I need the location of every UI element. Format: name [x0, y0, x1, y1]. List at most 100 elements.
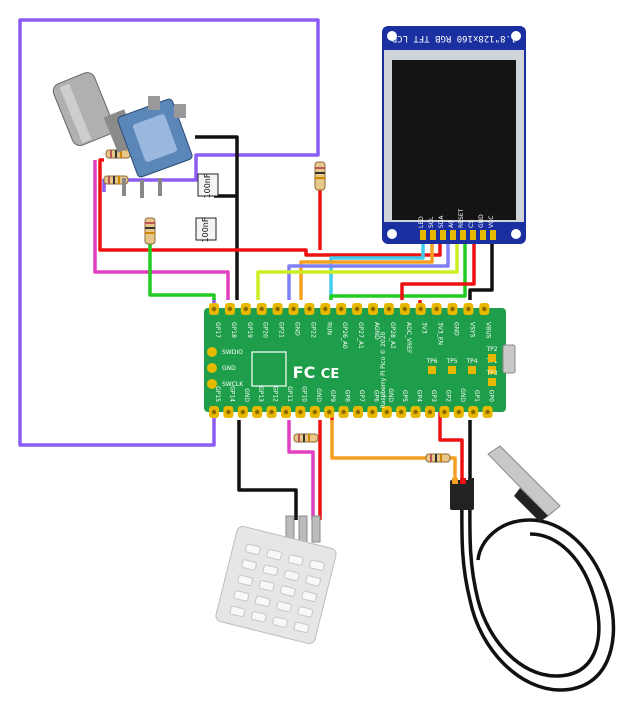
pico-top-pin-label: RUN — [325, 322, 332, 335]
pico-bottom-pin-label: GND — [387, 388, 394, 402]
pico-test-point-label: TP6 — [425, 358, 437, 365]
ds18b20-probe — [450, 445, 616, 692]
pico-top-pin-label: GP20 — [262, 322, 269, 338]
pico-top-pin-label: GP18 — [230, 322, 237, 338]
pico-bottom-pin-label: GP15 — [214, 386, 221, 402]
lcd-pin-label: SDA — [438, 215, 445, 228]
rotary-encoder — [52, 72, 193, 198]
lcd-pin-label: CS — [468, 220, 475, 228]
pico-bottom-pin-label: GND — [243, 388, 250, 402]
resistor-encoder-3 — [144, 217, 156, 245]
pico-top-pin-label: GP26_A0 — [341, 322, 348, 349]
wire-red-probe — [438, 420, 464, 480]
pico-bottom-pin-label: GP6 — [372, 390, 379, 402]
lcd-pin-label: RESET — [458, 208, 465, 228]
pico-test-point-label: TP3 — [485, 370, 497, 377]
wire-yellow-lcd — [256, 238, 459, 300]
resistor-encoder-1 — [105, 149, 131, 159]
wire-red-lcd-vcc — [400, 238, 476, 300]
pico-test-point-pad — [428, 366, 436, 374]
pico-top-pin-label: GP22 — [309, 322, 316, 338]
fcc-logo: FC — [293, 363, 316, 382]
pico-swdio-pad — [207, 347, 217, 357]
pico-bottom-pin-label: GP2 — [444, 390, 451, 402]
lcd-pin-label: LED — [418, 216, 425, 228]
ce-logo: CE — [321, 367, 339, 382]
pico-bottom-pin-label: GP13 — [257, 386, 264, 402]
pico-bottom-pin-label: GP11 — [286, 386, 293, 402]
pico-bottom-pin-label: GP7 — [358, 390, 365, 402]
lcd-pin-pad — [450, 230, 456, 240]
lcd-pin-label: SCL — [428, 216, 435, 228]
pico-swclk-pad — [207, 379, 217, 389]
lcd-pin-pad — [470, 230, 476, 240]
pico-test-point-pad — [488, 366, 496, 374]
wire-green-encoder — [148, 240, 216, 300]
wire-black-dht — [237, 420, 298, 520]
dht-sensor — [215, 515, 337, 645]
resistor-pullup-top — [314, 161, 326, 191]
wire-magenta-dht — [287, 420, 315, 520]
pico-bottom-pin-label: GP3 — [430, 390, 437, 402]
capacitor-2-label: 100nF — [201, 217, 210, 242]
lcd-pin-pad — [490, 230, 496, 240]
wire-magenta-encoder — [93, 160, 230, 300]
pico-bottom-pin-label: GP12 — [272, 386, 279, 402]
wire-green-lcd — [329, 238, 467, 300]
wire-red-encoder-vcc — [98, 158, 442, 257]
pico-test-point-label: TP4 — [465, 358, 477, 365]
pico-top-pin-label: GP28_A2 — [389, 322, 396, 349]
lcd-pin-pad — [480, 230, 486, 240]
pico-top-pin-label: 3V3 — [421, 322, 428, 334]
pico-chip-outline — [251, 351, 287, 387]
resistor-dht — [293, 433, 319, 443]
pico-bottom-pin-row: GP15 GP14 GND GP13 GP12 GP11 GP10 GND GP9 GP8 GP7 G… — [209, 386, 495, 418]
pico-top-pin-label: GP21 — [278, 322, 285, 338]
wire-black-lcd-gnd — [468, 238, 494, 300]
pico-bottom-pin-label: GP14 — [228, 386, 235, 402]
wire-black-encoder-gnd — [195, 135, 239, 300]
wire-purple-loop — [18, 18, 320, 447]
pico-test-point-pad — [448, 366, 456, 374]
capacitor-1-label: 100nF — [203, 173, 212, 198]
pico-bottom-pin-label: GP5 — [401, 390, 408, 402]
pico-top-pin-label: ADC_VREF — [405, 322, 412, 354]
pico-board-text: Raspberry Pi Pico © 2020 — [380, 331, 387, 408]
pico-test-point-label: TP5 — [445, 358, 457, 365]
pico-bottom-pin-label: GP4 — [416, 390, 423, 402]
wire-periwinkle-lcd — [287, 238, 450, 300]
pico-test-point-pad — [488, 354, 496, 362]
lcd-pin-pad — [460, 230, 466, 240]
lcd-screen — [392, 60, 516, 220]
lcd-pin-pad — [440, 230, 446, 240]
resistor-probe — [425, 453, 451, 463]
wire-cyan-lcd — [329, 238, 425, 300]
pico-side-label: SWDIO — [222, 349, 243, 356]
pico-top-pin-label: GND — [294, 322, 301, 336]
pico-gnd-pad — [207, 363, 217, 373]
pico-top-pin-label: GP27_A1 — [357, 322, 364, 349]
pico-bottom-pin-label: GP9 — [329, 390, 336, 402]
pico-bottom-pin-label: GP1 — [473, 390, 480, 402]
pico-top-pin-label: GP19 — [246, 322, 253, 338]
pico-bottom-pin-label: GP8 — [344, 390, 351, 402]
lcd-pin-pad — [430, 230, 436, 240]
pico-bottom-pin-label: GND — [315, 388, 322, 402]
wire-orange-probe — [330, 420, 457, 480]
lcd-pin-label: VCC — [488, 216, 495, 228]
capacitor-2: 100nF — [195, 217, 217, 242]
pico-bottom-pin-label: GND — [459, 388, 466, 402]
capacitor-1: 100nF — [197, 173, 219, 198]
lcd-pin-pad — [420, 230, 426, 240]
pico-top-pin-label: VBUS — [484, 322, 491, 339]
pico-top-pin-label: GND — [453, 322, 460, 336]
pico-test-point-label: TP2 — [485, 346, 497, 353]
pico-bottom-pin-label: GP10 — [300, 386, 307, 402]
pico-test-point-pad — [488, 378, 496, 386]
